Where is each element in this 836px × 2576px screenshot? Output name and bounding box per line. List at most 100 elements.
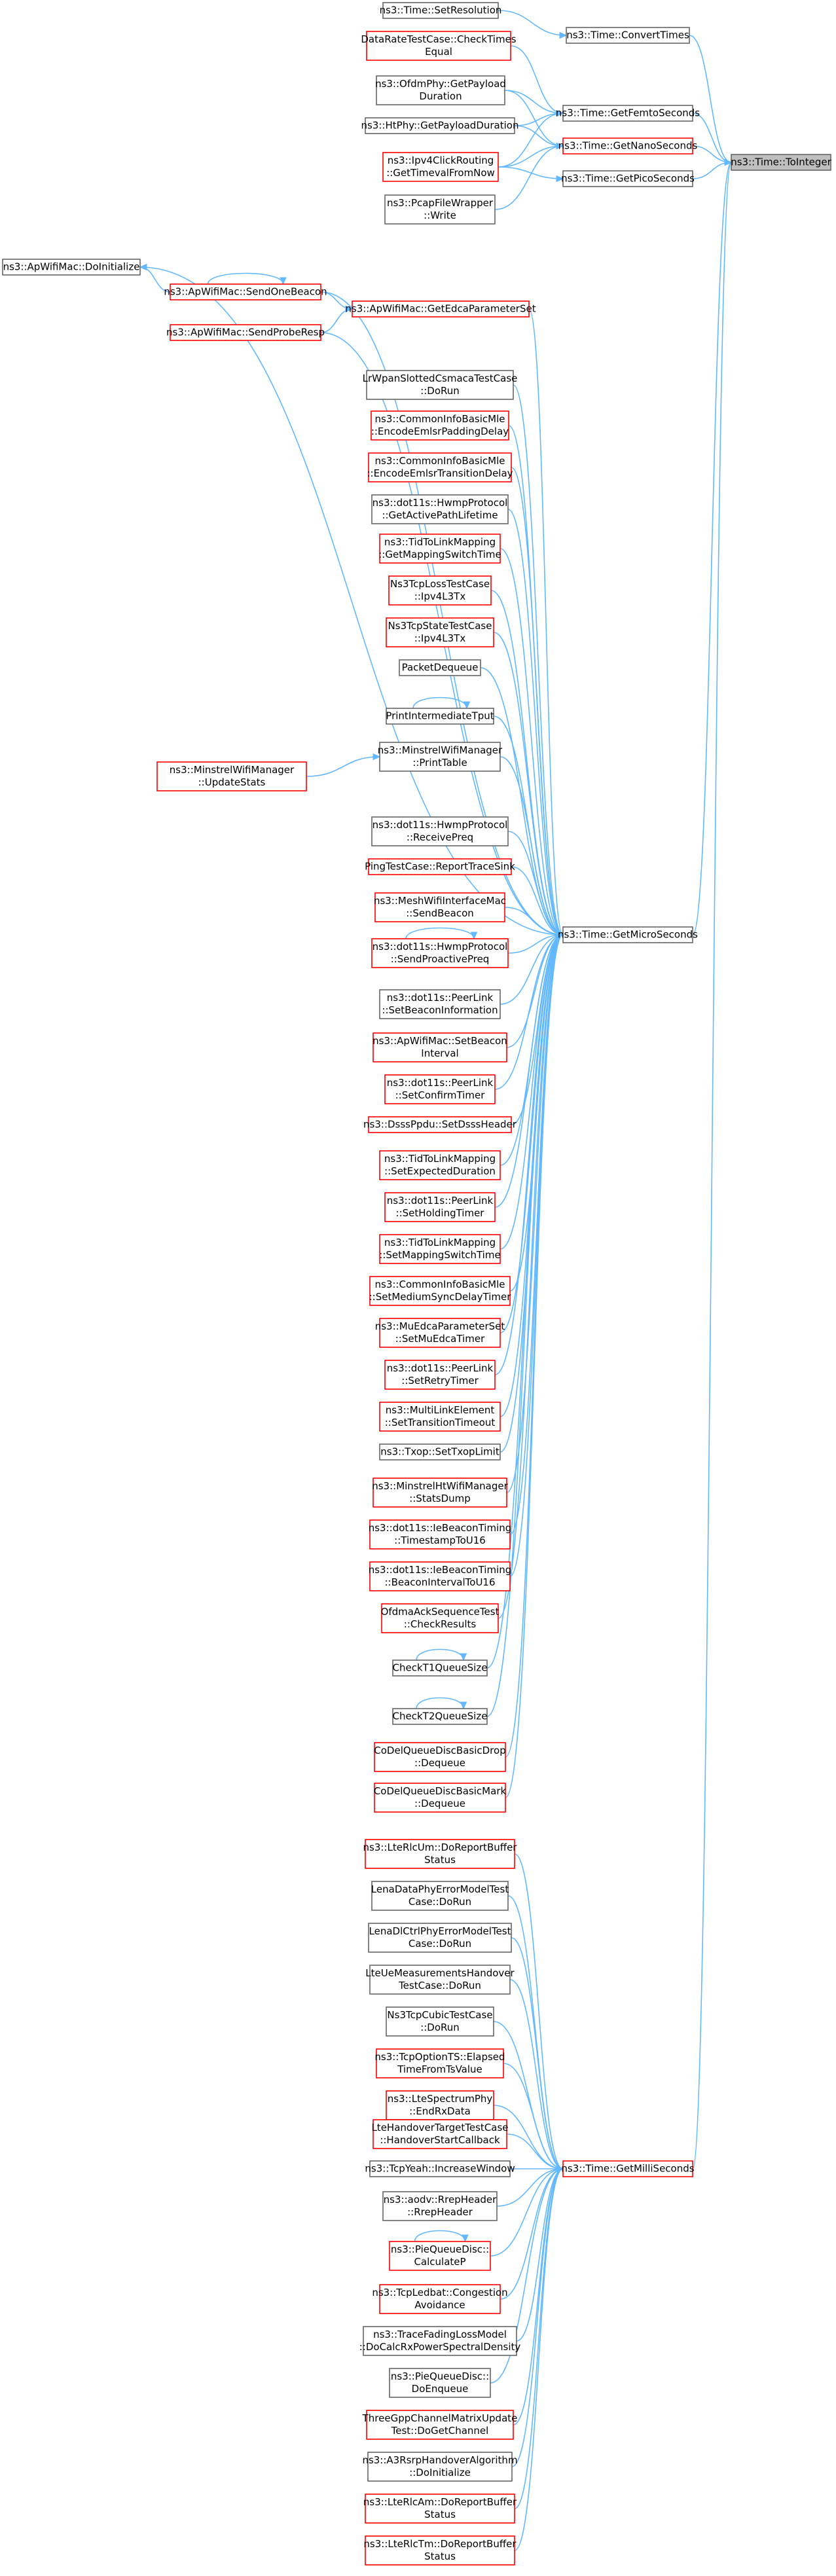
node-getNano[interactable]: ns3::Time::GetNanoSeconds bbox=[558, 137, 698, 154]
node-codelDrop[interactable]: CoDelQueueDiscBasicDrop::Dequeue bbox=[374, 1742, 506, 1772]
node-lrwpan[interactable]: LrWpanSlottedCsmacaTestCase::DoRun bbox=[363, 370, 518, 400]
self-loop-arrowhead-hwmpProactive bbox=[470, 932, 478, 940]
node-box bbox=[373, 1478, 507, 1508]
node-tidExpected[interactable]: ns3::TidToLinkMapping::SetExpectedDurati… bbox=[379, 1150, 501, 1180]
node-label: ::Write bbox=[424, 209, 456, 221]
node-label: ::UpdateStats bbox=[198, 776, 266, 788]
node-box bbox=[379, 1234, 501, 1264]
node-pingReport[interactable]: PingTestCase::ReportTraceSink bbox=[365, 858, 515, 875]
node-label: ns3::MinstrelWifiManager bbox=[378, 744, 503, 756]
node-box bbox=[382, 2, 499, 19]
node-label: ::SetMuEdcaTimer bbox=[395, 1333, 485, 1345]
node-label: ::Ipv4L3Tx bbox=[414, 632, 466, 644]
node-tcpState[interactable]: Ns3TcpStateTestCase::Ipv4L3Tx bbox=[386, 617, 494, 647]
node-minstrelPrint[interactable]: ns3::MinstrelWifiManager::PrintTable bbox=[378, 742, 503, 772]
node-box bbox=[382, 2191, 498, 2221]
node-box bbox=[379, 1150, 501, 1180]
node-label: DataRateTestCase::CheckTimes bbox=[361, 33, 516, 45]
self-loop-apSendBeacon bbox=[207, 272, 284, 285]
node-lteSpectrum[interactable]: ns3::LteSpectrumPhy::EndRxData bbox=[386, 2090, 494, 2120]
node-dsss[interactable]: ns3::DsssPpdu::SetDsssHeader bbox=[363, 1116, 517, 1133]
node-ofdmaAck[interactable]: OfdmaAckSequenceTest::CheckResults bbox=[381, 1603, 500, 1633]
node-cimMedium[interactable]: ns3::CommonInfoBasicMle::SetMediumSyncDe… bbox=[369, 1276, 512, 1306]
edge-minstrelPrint-to-getMicro bbox=[500, 756, 564, 935]
node-getMilli[interactable]: ns3::Time::GetMilliSeconds bbox=[561, 2160, 695, 2177]
node-hwmpRecvPreq[interactable]: ns3::dot11s::HwmpProtocol::ReceivePreq bbox=[371, 816, 509, 846]
edge-pcapWrite-to-getNano bbox=[494, 145, 564, 210]
node-packetDequeue[interactable]: PacketDequeue bbox=[399, 659, 481, 676]
node-apProbeResp[interactable]: ns3::ApWifiMac::SendProbeResp bbox=[166, 324, 325, 341]
node-label: Ns3TcpLossTestCase bbox=[390, 578, 490, 590]
node-ofdmPayload[interactable]: ns3::OfdmPhy::GetPayloadDuration bbox=[375, 75, 506, 105]
node-peerRetry[interactable]: ns3::dot11s::PeerLink::SetRetryTimer bbox=[384, 1360, 496, 1390]
node-apGetEdca[interactable]: ns3::ApWifiMac::GetEdcaParameterSet bbox=[345, 300, 536, 317]
node-getMicro[interactable]: ns3::Time::GetMicroSeconds bbox=[558, 926, 698, 943]
node-checkT2[interactable]: CheckT2QueueSize bbox=[392, 1708, 488, 1725]
node-convertTimes[interactable]: ns3::Time::ConvertTimes bbox=[566, 27, 690, 44]
node-setResolution[interactable]: ns3::Time::SetResolution bbox=[380, 2, 502, 19]
node-box bbox=[376, 2048, 504, 2078]
node-label: ns3::ApWifiMac::SetBeacon bbox=[373, 1035, 507, 1047]
node-label: ns3::dot11s::HwmpProtocol bbox=[373, 819, 508, 831]
node-box bbox=[562, 2160, 693, 2177]
node-hwmpActive[interactable]: ns3::dot11s::HwmpProtocol::GetActivePath… bbox=[371, 494, 509, 524]
node-printTput[interactable]: PrintIntermediateTput bbox=[386, 708, 494, 725]
node-muEdca[interactable]: ns3::MuEdcaParameterSet::SetMuEdcaTimer bbox=[375, 1318, 505, 1348]
node-getFemto[interactable]: ns3::Time::GetFemtoSeconds bbox=[556, 105, 700, 122]
node-hwmpProactive[interactable]: ns3::dot11s::HwmpProtocol::SendProactive… bbox=[371, 938, 509, 968]
node-minstrelHt[interactable]: ns3::MinstrelHtWifiManager::StatsDump bbox=[372, 1478, 509, 1508]
node-ieTimestamp[interactable]: ns3::dot11s::IeBeaconTiming::TimestampTo… bbox=[369, 1519, 512, 1550]
node-tidSetMap[interactable]: ns3::TidToLinkMapping::SetMappingSwitchT… bbox=[379, 1234, 501, 1264]
node-txop[interactable]: ns3::Txop::SetTxopLimit bbox=[379, 1443, 501, 1460]
edge-lteAm-to-getMilli bbox=[514, 2168, 564, 2509]
node-ipv4Click[interactable]: ns3::Ipv4ClickRouting::GetTimevalFromNow bbox=[382, 152, 499, 182]
edge-lteUm-to-getMilli bbox=[514, 1853, 564, 2169]
node-toInteger[interactable]: ns3::Time::ToInteger bbox=[731, 154, 832, 171]
node-a3Rsrp[interactable]: ns3::A3RsrpHandoverAlgorithm::DoInitiali… bbox=[362, 2452, 518, 2482]
node-peerHolding[interactable]: ns3::dot11s::PeerLink::SetHoldingTimer bbox=[384, 1192, 496, 1222]
edge-hwmpActive-to-getMicro bbox=[507, 509, 564, 935]
node-tcpYeah[interactable]: ns3::TcpYeah::IncreaseWindow bbox=[365, 2160, 515, 2177]
node-aodv[interactable]: ns3::aodv::RrepHeader::RrepHeader bbox=[382, 2191, 498, 2221]
self-loop-arrowhead-checkT1 bbox=[460, 1653, 467, 1661]
node-apSendBeacon[interactable]: ns3::ApWifiMac::SendOneBeacon bbox=[164, 283, 327, 300]
node-pieCalc[interactable]: ns3::PieQueueDisc::CalculateP bbox=[389, 2241, 491, 2271]
node-checkT1[interactable]: CheckT1QueueSize bbox=[392, 1660, 488, 1677]
node-box bbox=[379, 1443, 501, 1460]
node-minstrelUpdate[interactable]: ns3::MinstrelWifiManager::UpdateStats bbox=[156, 761, 307, 791]
node-apDoInit[interactable]: ns3::ApWifiMac::DoInitialize bbox=[2, 259, 141, 276]
node-box bbox=[369, 1276, 511, 1306]
node-getPico[interactable]: ns3::Time::GetPicoSeconds bbox=[561, 170, 695, 187]
node-box bbox=[365, 2494, 515, 2524]
node-label: ::StatsDump bbox=[409, 1493, 471, 1504]
node-ieInterval[interactable]: ns3::dot11s::IeBeaconTiming::BeaconInter… bbox=[369, 1561, 512, 1591]
node-lteHandover[interactable]: LteHandoverTargetTestCase::HandoverStart… bbox=[371, 2119, 509, 2149]
node-traceFading[interactable]: ns3::TraceFadingLossModel::DoCalcRxPower… bbox=[359, 2326, 521, 2356]
node-box bbox=[386, 708, 494, 725]
node-peerConfirm[interactable]: ns3::dot11s::PeerLink::SetConfirmTimer bbox=[384, 1074, 496, 1104]
node-tidGetMap[interactable]: ns3::TidToLinkMapping::GetMappingSwitchT… bbox=[378, 534, 501, 564]
node-codelMark[interactable]: CoDelQueueDiscBasicMark::Dequeue bbox=[374, 1783, 507, 1813]
node-cimEmlsrPad[interactable]: ns3::CommonInfoBasicMle::EncodeEmlsrPadd… bbox=[371, 410, 509, 441]
node-multiLink[interactable]: ns3::MultiLinkElement::SetTransitionTime… bbox=[379, 1402, 501, 1432]
node-pieEnqueue[interactable]: ns3::PieQueueDisc::DoEnqueue bbox=[389, 2368, 491, 2398]
node-tcpLoss[interactable]: Ns3TcpLossTestCase::Ipv4L3Tx bbox=[388, 575, 492, 606]
node-threeGpp[interactable]: ThreeGppChannelMatrixUpdateTest::DoGetCh… bbox=[362, 2410, 518, 2440]
node-pcapWrite[interactable]: ns3::PcapFileWrapper::Write bbox=[384, 194, 496, 225]
node-htPayload[interactable]: ns3::HtPhy::GetPayloadDuration bbox=[361, 117, 519, 134]
arrowhead-setResolution-to-convertTimes bbox=[559, 31, 568, 39]
node-cimEmlsrTrans[interactable]: ns3::CommonInfoBasicMle::EncodeEmlsrTran… bbox=[367, 452, 513, 482]
node-peerBeaconInfo[interactable]: ns3::dot11s::PeerLink::SetBeaconInformat… bbox=[379, 989, 501, 1019]
node-tcpCubic[interactable]: Ns3TcpCubicTestCase::DoRun bbox=[386, 2006, 494, 2037]
node-meshSendBeacon[interactable]: ns3::MeshWifiInterfaceMac::SendBeacon bbox=[374, 892, 506, 922]
